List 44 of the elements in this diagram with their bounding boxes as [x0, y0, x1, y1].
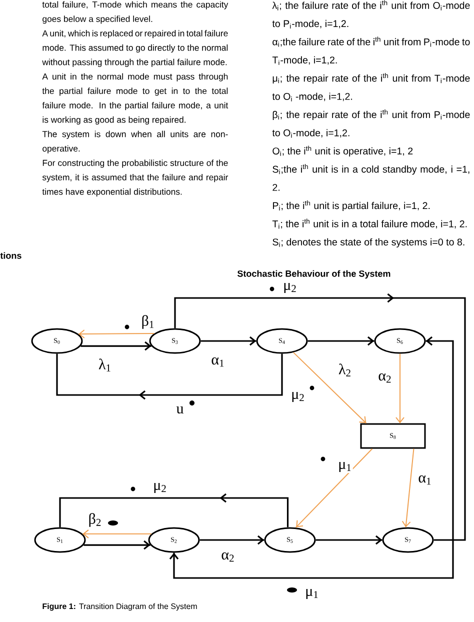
definition-text: P$_{i}$; the i$^{th}$ unit is partial failure, i=1, 2.	[273, 200, 430, 212]
heading: tions	[0, 252, 22, 259]
arrow	[169, 336, 454, 579]
symbol-label: u	[175, 406, 185, 415]
arrow	[78, 329, 155, 338]
definition-text: S$_{i}$;the i$^{th}$ unit is in a cold standby mode, i =1, 2.	[272, 164, 470, 191]
edge-label: α$_{1}$	[210, 356, 226, 368]
paragraph: A unit in the normal mode must pass through the partial failure mode to get in to the total failure mode. In the partial failure mode, a unit is working as good as being repaired.	[42, 73, 228, 125]
arrow	[402, 448, 414, 528]
heading: Stochastic Behaviour of the System	[237, 270, 390, 279]
arrow	[84, 540, 150, 550]
definition-text: S$_{i}$; denotes the state of the systems i=0 to 8.	[272, 238, 464, 248]
edge-label: β$_{2}$	[87, 512, 103, 528]
edge-label: μ$_{2}$	[282, 282, 298, 294]
edge-label: μ$_{1}$	[337, 460, 353, 474]
edge-label: μ$_{1}$	[304, 588, 320, 600]
definition-text: α$_{i}$;the failure rate of the i$^{th}$ unit from P$_{i}$-mode to T$_{i}$-mode, i=1,2.	[272, 36, 470, 65]
arrow	[200, 535, 264, 545]
arrow	[80, 341, 152, 351]
paragraph: total failure, T-mode which means the capacity goes below a specified level.	[42, 1, 228, 24]
edge-label: λ$_{2}$	[337, 362, 352, 378]
edge-label: α$_{2}$	[377, 372, 393, 384]
edge-label: α$_{2}$	[220, 551, 236, 563]
paragraph: A unit, which is replaced or repaired in total failure mode. This assumed to go directly to the normal without passing through the partial failure mode.	[42, 30, 228, 67]
definition-text: O$_{i}$; the i$^{th}$ unit is operative, i=1, 2	[272, 146, 413, 156]
caption: Figure 1: Transition Diagram of the System	[42, 603, 197, 611]
arrow	[396, 353, 404, 424]
arrow	[200, 336, 256, 346]
edge-label: μ$_{2}$	[290, 390, 306, 404]
definition-text: T$_{i}$; the i$^{th}$ unit is in a total failure mode, i=1, 2.	[272, 218, 467, 229]
arrow	[316, 535, 382, 545]
definition-text: β$_{i}$; the repair rate of the i$^{th}$ unit from P$_{i}$-mode to O$_{i}$-mode, i=1,2.	[272, 109, 470, 138]
edge-label: α$_{1}$	[417, 474, 433, 486]
definition-text: λ$_{i}$; the failure rate of the i$^{th}$ unit from O$_{i}$-mode to P$_{i}$-mode, i=1,2.	[272, 0, 470, 29]
paragraph: The system is down when all units are non-operative.	[42, 130, 228, 154]
paragraph: For constructing the probabilistic structure of the system, it is assumed that the failure and repair times have exponential distributions.	[42, 160, 228, 197]
edge-label: λ$_{1}$	[97, 358, 112, 372]
arrow	[308, 336, 374, 346]
arrow	[295, 448, 373, 528]
definition-text: μ$_{i}$; the repair rate of the i$^{th}$ unit from T$_{i}$-mode to O$_{i}$ -mode, i=1,2.	[272, 73, 470, 102]
edge-label: β$_{1}$	[140, 314, 156, 330]
arrow	[292, 352, 367, 424]
edge-label: μ$_{2}$	[152, 482, 168, 494]
arrow	[82, 529, 152, 538]
